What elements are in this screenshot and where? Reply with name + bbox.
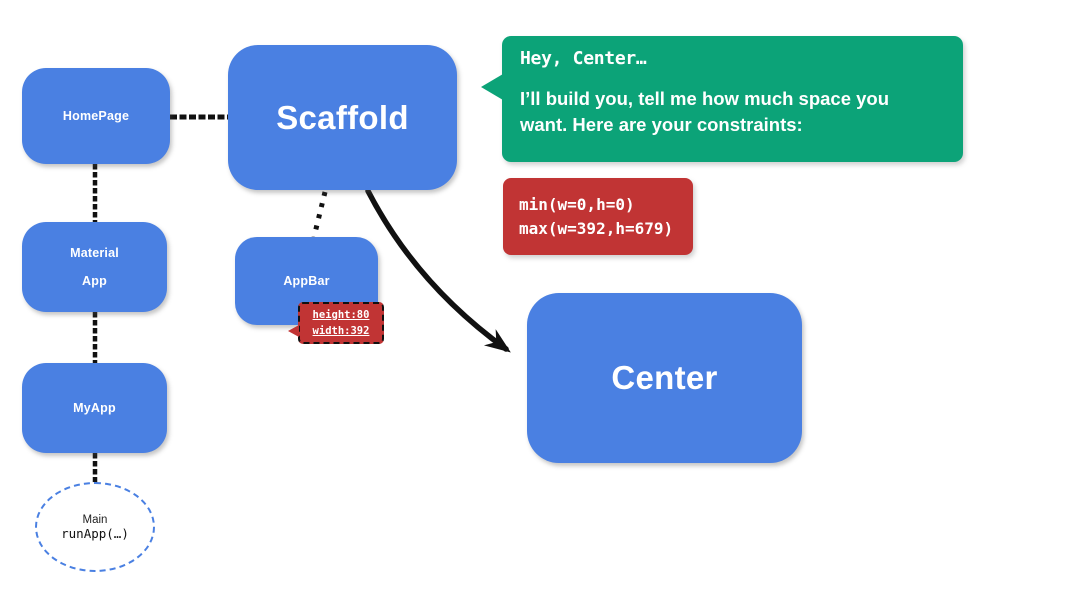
- node-main-runapp: Main runApp(…): [35, 482, 155, 572]
- node-runapp-label: runApp(…): [61, 525, 129, 541]
- constraints-min: min(w=0,h=0): [519, 194, 635, 214]
- arrow-scaffold-center: [365, 188, 511, 353]
- scaffold-speech-bubble: Hey, Center… I’ll build you, tell me how…: [481, 36, 963, 162]
- appbar-height-value: height:80: [312, 308, 370, 321]
- node-scaffold: Scaffold: [228, 45, 457, 190]
- node-homepage-label: HomePage: [62, 109, 130, 123]
- node-appbar-label: AppBar: [283, 274, 330, 288]
- edge-scaffold-appbar: [311, 191, 328, 238]
- appbar-size-callout: height:80 width:392: [288, 302, 384, 344]
- speech-bubble-body: I’ll build you, tell me how much space y…: [520, 86, 945, 137]
- node-materialapp-label-line2: App: [82, 274, 107, 288]
- constraints-max: max(w=392,h=679): [519, 218, 674, 238]
- node-homepage: HomePage: [22, 68, 170, 164]
- node-main-label: Main: [82, 513, 108, 526]
- node-myapp-label: MyApp: [73, 401, 116, 415]
- node-scaffold-label: Scaffold: [276, 98, 409, 136]
- node-center-label: Center: [611, 359, 718, 396]
- speech-bubble-body-line1: I’ll build you, tell me how much space y…: [520, 88, 890, 109]
- constraints-box: min(w=0,h=0) max(w=392,h=679): [503, 178, 693, 255]
- speech-bubble-heading: Hey, Center…: [520, 48, 647, 69]
- speech-bubble-tail: [481, 74, 503, 100]
- node-materialapp-label-line1: Material: [70, 246, 119, 260]
- node-materialapp: Material App: [22, 222, 167, 312]
- appbar-size-callout-tail: [288, 325, 299, 337]
- node-myapp: MyApp: [22, 363, 167, 453]
- appbar-width-value: width:392: [312, 325, 370, 337]
- speech-bubble-body-line2: want. Here are your constraints:: [520, 113, 803, 135]
- node-center: Center: [527, 293, 802, 463]
